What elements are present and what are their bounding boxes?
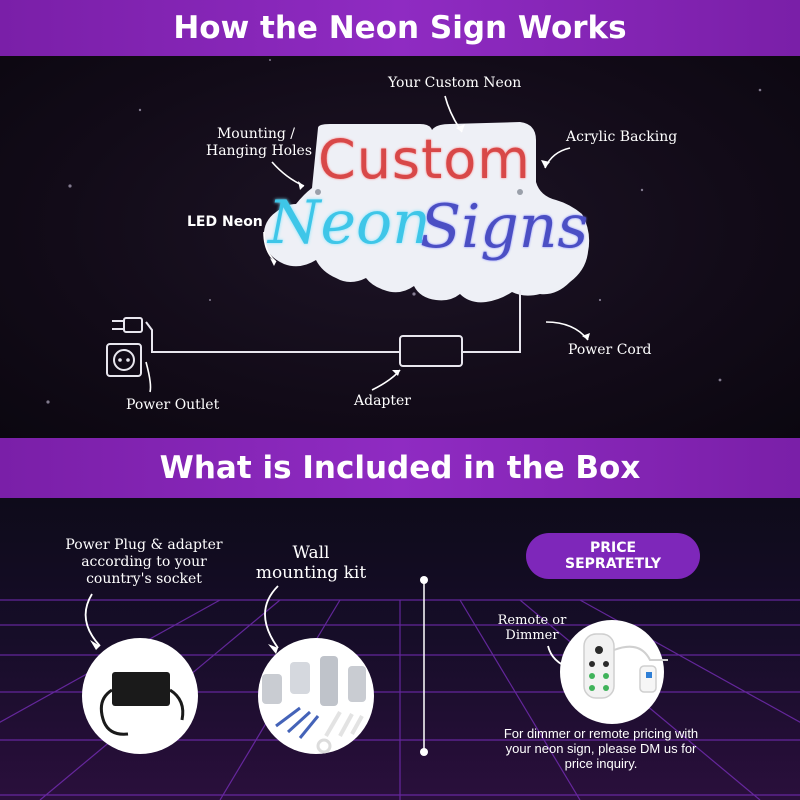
pricing-footnote: For dimmer or remote pricing with your n… [503, 726, 699, 771]
label-adapter: Adapter [354, 393, 411, 409]
label-acrylic-backing: Acrylic Backing [566, 129, 678, 145]
included-in-box-banner: What is Included in the Box [0, 438, 800, 498]
label-your-custom-neon: Your Custom Neon [388, 75, 522, 91]
remote-dimmer-label: Remote or Dimmer [497, 613, 567, 643]
label-power-outlet: Power Outlet [126, 397, 220, 413]
neon-text-signs: Signs [420, 192, 589, 262]
how-it-works-title: How the Neon Sign Works [173, 10, 627, 46]
neon-text-neon: Neon [268, 188, 431, 258]
wall-mounting-kit-label: Wall mounting kit [255, 543, 367, 583]
how-it-works-banner: How the Neon Sign Works [0, 0, 800, 56]
power-plug-label: Power Plug & adapter according to your c… [65, 537, 223, 587]
price-separately-badge: PRICE SEPRATETLY [526, 533, 700, 579]
label-power-cord: Power Cord [568, 342, 652, 358]
included-in-box-title: What is Included in the Box [159, 450, 641, 486]
label-led-neon: LED Neon [187, 214, 263, 230]
neon-text-custom: Custom [318, 128, 531, 191]
label-mounting-holes: Mounting / Hanging Holes [206, 126, 313, 159]
